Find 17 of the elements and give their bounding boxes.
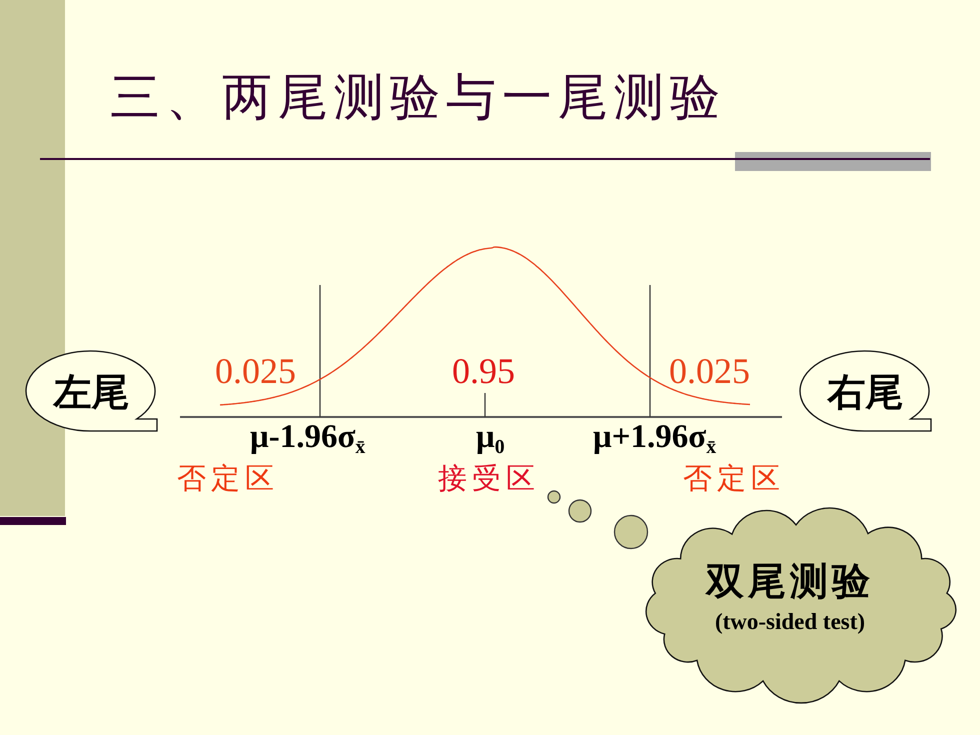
probability-label: 0.025 [215,355,296,387]
speech-bubble [25,350,158,433]
region-label: 否定区 [177,462,279,494]
axis-label: μ$_{0}$ [476,421,505,454]
probability-label: 0.025 [669,355,750,387]
region-label: 接受区 [438,462,540,494]
axis-label: μ+1.96σ$_{x̄}$ [593,421,716,454]
cloud-heading: 双尾测验 [706,562,874,602]
cloud-subtitle: (two-sided test) [714,610,866,635]
axis-label: μ-1.96σ$_{x̄}$ [250,421,366,454]
callout-text: 右尾 [828,372,904,412]
speech-bubble [799,350,932,433]
probability-label: 0.95 [452,355,515,387]
slide-title: 三、两尾测验与一尾测验 [110,72,726,122]
thought-cloud [645,507,957,704]
region-label: 否定区 [683,462,785,494]
callout-text: 左尾 [54,372,130,412]
